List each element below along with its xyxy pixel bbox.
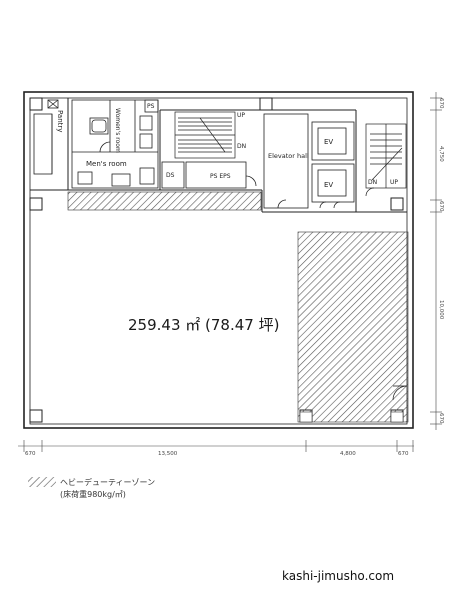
elevator-hall-label: Elevator hall — [268, 152, 309, 160]
toilet-block — [71, 99, 159, 189]
shaft-rooms — [161, 161, 257, 189]
stair-dn-label: DN — [237, 143, 246, 150]
dim-bottom-3: 4,800 — [340, 451, 356, 457]
dim-right-4: 10,000 — [438, 300, 444, 320]
area-label: 259.43 ㎡ (78.47 坪) — [128, 316, 279, 334]
site-watermark: kashi-jimusho.com — [282, 569, 394, 583]
ds-label: DS — [166, 172, 175, 179]
dim-right-1: 670 — [438, 98, 444, 109]
main-stair — [174, 111, 236, 159]
heavy-duty-zones — [67, 191, 409, 423]
ps-eps-label: PS EPS — [210, 173, 231, 180]
dim-bottom-1: 670 — [25, 451, 36, 457]
dim-bottom-4: 670 — [398, 451, 409, 457]
stair-up-label: UP — [237, 112, 245, 119]
right-stair-up-label: UP — [390, 179, 398, 186]
ev1-label: EV — [324, 138, 333, 146]
mens-room-label: Men's room — [86, 160, 127, 168]
ps-top-label: PS — [147, 103, 155, 110]
right-dimension-line — [430, 92, 442, 430]
core-outline — [30, 98, 407, 213]
pantry-area — [33, 99, 59, 175]
dim-right-3: 670 — [438, 201, 444, 212]
dim-right-5: 670 — [438, 413, 444, 424]
legend-hatch-swatch — [28, 477, 56, 487]
right-stair-dn-label: DN — [368, 179, 377, 186]
ev2-label: EV — [324, 181, 333, 189]
womens-room-label: Women's room — [114, 108, 121, 153]
side-door — [392, 385, 408, 401]
legend-line1: ヘビーデューティーゾーン — [60, 477, 155, 487]
dim-bottom-2: 13,500 — [158, 451, 178, 457]
legend-line2: (床荷重980kg/㎡) — [60, 489, 126, 499]
right-stair — [365, 123, 407, 197]
bottom-dimension-line — [18, 440, 414, 452]
elevator-core — [263, 113, 355, 209]
dim-right-2: 4,750 — [438, 146, 444, 162]
pantry-label: Pantry — [56, 110, 64, 132]
